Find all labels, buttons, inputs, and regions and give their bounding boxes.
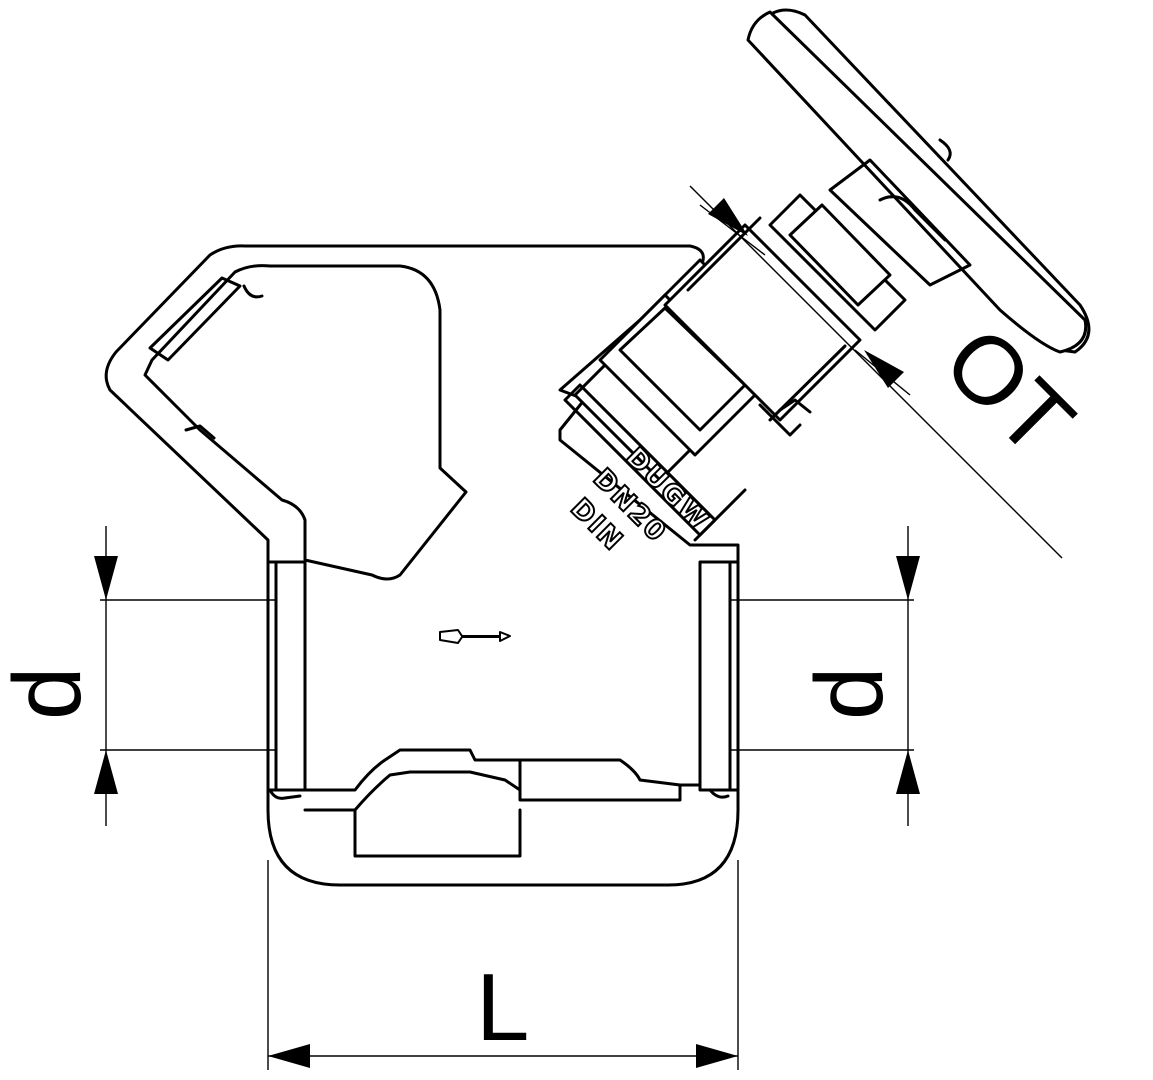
length-label: L xyxy=(476,954,529,1061)
dimension-outlet-diameter: d xyxy=(730,526,920,826)
dimension-length: L xyxy=(267,860,739,1070)
handwheel xyxy=(746,8,1091,354)
valve-body xyxy=(104,244,740,887)
dimension-inlet-diameter: d xyxy=(0,526,276,826)
inlet-diameter-label: d xyxy=(0,667,101,720)
flow-direction-arrow xyxy=(439,629,511,644)
valve-bonnet xyxy=(558,193,907,542)
outlet-diameter-label: d xyxy=(796,667,903,720)
